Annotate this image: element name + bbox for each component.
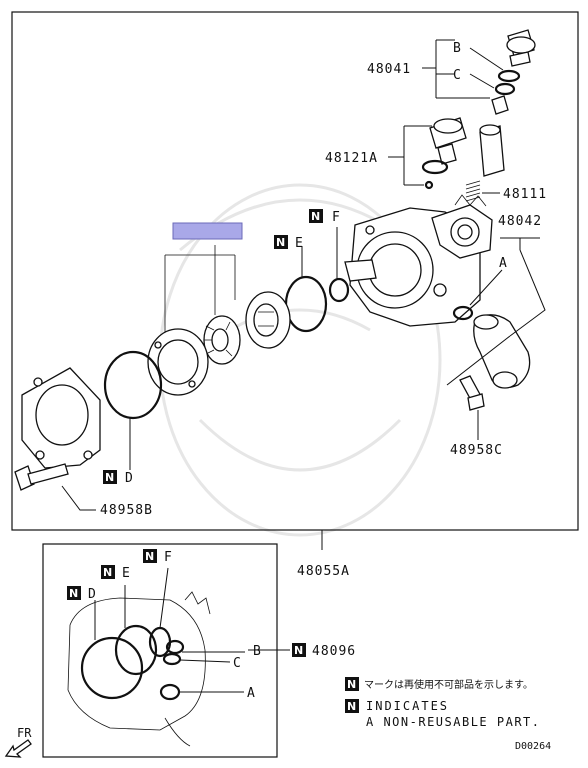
rotor-vanes [203, 315, 241, 365]
small-o-ring-48121a [424, 180, 434, 190]
leader-48958b [61, 485, 96, 511]
cam-ring [147, 328, 209, 396]
label-48041: 48041 [367, 62, 411, 77]
front-arrow-icon [4, 739, 32, 758]
inset-label-a: A [247, 686, 256, 701]
svg-text:N: N [347, 700, 356, 713]
label-b-upper: B [453, 41, 462, 56]
o-ring-e-main [284, 275, 328, 333]
leader-48958c [446, 335, 511, 440]
inset-label-c: C [233, 656, 242, 671]
highlight-leader-lines [164, 245, 236, 335]
inset-badge-d: N [67, 586, 81, 600]
inset-leader-lines [94, 567, 290, 693]
main-diagram-frame [11, 11, 579, 531]
label-d-main: D [125, 471, 134, 486]
label-48111: 48111 [503, 187, 547, 202]
relief-valve-48121a [429, 117, 467, 165]
leader-48042 [469, 237, 546, 337]
o-ring-48121a [421, 159, 449, 175]
inset-label-f: F [164, 550, 173, 565]
label-f-main: F [332, 210, 341, 225]
svg-text:N: N [276, 236, 285, 249]
inset-label-e: E [122, 566, 131, 581]
legend-line-2: A NON-REUSABLE PART. [366, 715, 541, 729]
inset-o-ring-b [165, 639, 185, 655]
label-48042: 48042 [498, 214, 542, 229]
leader-48121a [388, 125, 432, 186]
legend-badge-japanese: N [345, 677, 359, 691]
svg-text:N: N [294, 644, 303, 657]
valve-spool [479, 124, 505, 177]
label-48055a: 48055A [297, 564, 350, 579]
legend-line-1: INDICATES [366, 699, 449, 713]
flow-control-valve-top [491, 95, 509, 115]
badge-48096: N [292, 643, 306, 657]
inset-housing-outline [67, 591, 211, 747]
legend-japanese-note: マークは再使用不可部品を示します。 [364, 678, 533, 691]
spring-48111 [465, 180, 481, 202]
o-ring-b-upper [497, 69, 521, 83]
inset-o-ring-c [162, 652, 182, 666]
label-48096: 48096 [312, 644, 356, 659]
bolt-48958c [459, 375, 485, 411]
non-reusable-badge-d: N [103, 470, 117, 484]
pump-body [344, 194, 493, 327]
label-48121a: 48121A [325, 151, 378, 166]
svg-text:N: N [347, 678, 356, 691]
highlight-box[interactable] [172, 222, 243, 240]
legend-badge-english: N [345, 699, 359, 713]
pressure-plate [245, 291, 291, 349]
label-48958b: 48958B [100, 503, 153, 518]
inset-o-ring-a [159, 683, 181, 701]
connector-fitting-48041 [506, 29, 536, 67]
svg-text:N: N [69, 587, 78, 600]
svg-text:N: N [145, 550, 154, 563]
bolt-48958b [14, 463, 69, 491]
front-direction-label: FR [17, 726, 32, 740]
inset-label-d: D [88, 587, 97, 602]
svg-text:N: N [103, 566, 112, 579]
non-reusable-badge-e: N [274, 235, 288, 249]
gasket-d-main [103, 350, 163, 420]
svg-text:N: N [105, 471, 114, 484]
inset-gasket-d [80, 636, 144, 700]
inset-badge-f: N [143, 549, 157, 563]
leader-48041 [422, 39, 504, 99]
label-48958c: 48958C [450, 443, 503, 458]
inset-o-ring-e [114, 624, 158, 676]
non-reusable-badge-f: N [309, 209, 323, 223]
o-ring-f-main [328, 277, 350, 303]
inset-detail-frame [42, 543, 278, 758]
rear-cover [21, 367, 101, 469]
o-ring-c-upper [494, 82, 516, 96]
o-ring-a-pipe [452, 305, 474, 321]
inset-label-b: B [253, 644, 262, 659]
inset-badge-e: N [101, 565, 115, 579]
suction-pipe-48042 [473, 314, 531, 389]
inset-o-ring-f [148, 626, 172, 658]
label-e-main: E [295, 236, 304, 251]
svg-text:N: N [311, 210, 320, 223]
diagram-code: D00264 [515, 741, 551, 752]
label-a-pipe: A [499, 256, 508, 271]
label-c-upper: C [453, 68, 462, 83]
